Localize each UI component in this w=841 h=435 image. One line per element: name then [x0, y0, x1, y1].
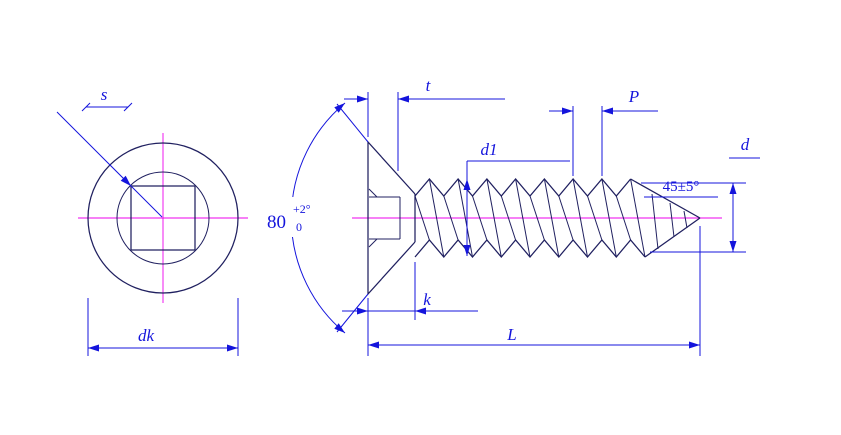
dk-label: dk	[138, 326, 155, 345]
dimension-t: t	[344, 76, 505, 171]
side-view	[367, 140, 701, 296]
k-arrowhead-left	[357, 307, 368, 315]
head-angle-arrowhead-top	[334, 103, 345, 113]
d1-label: d1	[481, 140, 498, 159]
dimension-p: P	[549, 87, 658, 176]
square-drive-recess	[130, 185, 196, 251]
dimension-dk: dk	[87, 298, 239, 356]
t-arrowhead-left	[357, 95, 368, 103]
countersink-inner-circle	[116, 171, 210, 265]
p-arrowhead-left	[562, 107, 573, 115]
d-arrowhead-bottom	[729, 241, 737, 252]
head-outer-circle	[87, 142, 239, 294]
dimension-k: k	[342, 262, 478, 320]
threads	[414, 178, 646, 258]
dk-arrowhead-left	[88, 344, 99, 352]
dimension-tip-angle: 45±5°	[644, 179, 718, 198]
head-angle-tolerance-upper: +2°	[293, 202, 311, 216]
dimension-d1: d1	[463, 140, 570, 256]
p-label: P	[628, 87, 639, 106]
p-arrowhead-right	[602, 107, 613, 115]
head-angle-value: 80	[267, 212, 286, 233]
t-arrowhead-right	[398, 95, 409, 103]
k-label: k	[423, 290, 431, 309]
dimension-d: d	[641, 135, 760, 253]
screw-head-outline	[367, 140, 416, 296]
l-label: L	[506, 325, 516, 344]
head-angle-arrowhead-bottom	[334, 323, 345, 333]
l-arrowhead-left	[368, 341, 379, 349]
s-label: s	[101, 85, 108, 104]
d1-arrowhead-bottom	[463, 245, 471, 256]
d1-arrowhead-top	[463, 179, 471, 190]
socket-recess	[368, 188, 401, 248]
d-label: d	[741, 135, 750, 154]
k-arrowhead-right	[415, 307, 426, 315]
t-label: t	[426, 76, 432, 95]
front-view	[87, 142, 239, 294]
s-arrowhead	[120, 175, 131, 186]
l-arrowhead-right	[689, 341, 700, 349]
tip-angle-label: 45±5°	[663, 179, 700, 195]
dimension-head-angle: 80 +2° 0	[262, 102, 369, 334]
d-arrowhead-top	[729, 183, 737, 194]
head-angle-tolerance-lower: 0	[296, 220, 302, 234]
dimension-l: L	[367, 226, 701, 356]
head-angle-label-mask	[262, 197, 322, 237]
dimension-s: s	[56, 85, 163, 218]
screw-tip	[630, 178, 701, 258]
dk-arrowhead-right	[227, 344, 238, 352]
